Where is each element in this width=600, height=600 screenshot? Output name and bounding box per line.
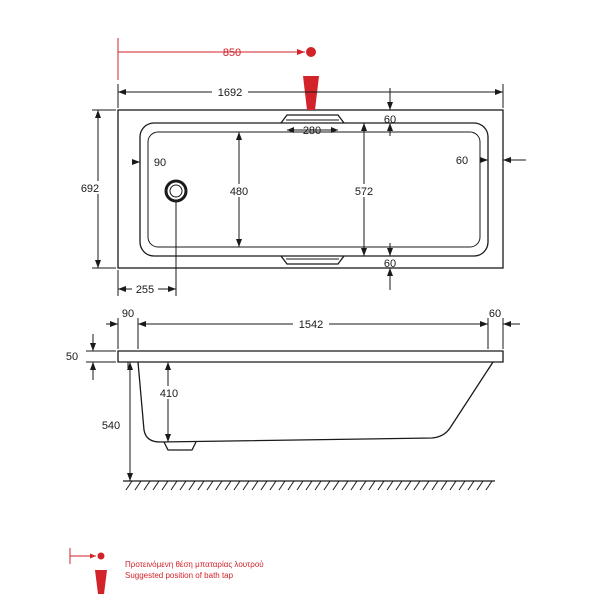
side-rim-right-label: 60 (489, 308, 501, 320)
floor-hatch-line (287, 480, 295, 491)
floor-hatch-line (143, 480, 151, 491)
rim-top-label: 60 (384, 114, 396, 126)
floor-hatch-line (323, 480, 331, 491)
floor-hatch-line (125, 480, 133, 491)
recess-bottom (280, 255, 345, 265)
rim-bottom-label: 60 (384, 258, 396, 270)
floor-hatch-line (197, 480, 205, 491)
rim-left-label: 90 (154, 157, 166, 169)
floor-hatch-line (341, 480, 349, 491)
floor-hatch-line (413, 480, 421, 491)
floor-hatch-line (350, 480, 358, 491)
floor-hatch-line (269, 480, 277, 491)
floor-hatch-line (161, 480, 169, 491)
floor-hatch-line (170, 480, 178, 491)
floor-hatch-line (314, 480, 322, 491)
floor-hatch-line (278, 480, 286, 491)
rim-right-label: 60 (456, 155, 468, 167)
floor-hatch-line (332, 480, 340, 491)
tap-recess-width-label: 280 (303, 125, 321, 137)
drain-foot (163, 441, 197, 451)
floor-hatch-line (386, 480, 394, 491)
side-rim-left-label: 90 (122, 308, 134, 320)
floor-hatch-line (134, 480, 142, 491)
drain-offset-label: 255 (136, 284, 154, 296)
floor-hatch-line (206, 480, 214, 491)
overall-length-label: 1692 (218, 87, 242, 99)
floor-hatch-line (251, 480, 259, 491)
inner-width-left-label: 480 (230, 186, 248, 198)
tub-body-profile (137, 361, 494, 443)
floor-hatch-line (152, 480, 160, 491)
tap-recess-top (280, 114, 345, 124)
floor-hatch-line (305, 480, 313, 491)
floor-hatch-line (476, 480, 484, 491)
floor-hatch-line (215, 480, 223, 491)
floor-hatching (125, 480, 493, 491)
floor-hatch-line (431, 480, 439, 491)
floor-hatch-line (224, 480, 232, 491)
floor-hatch-line (440, 480, 448, 491)
floor-hatch-line (233, 480, 241, 491)
floor-hatch-line (449, 480, 457, 491)
floor-hatch-line (458, 480, 466, 491)
legend-greek-text: Προτεινόμενη θέση μπαταρίας λουτρού (125, 560, 264, 569)
floor-hatch-line (296, 480, 304, 491)
tub-inner-basin-edge (147, 131, 481, 248)
top-view: 850 1692 692 280 60 60 (78, 38, 526, 296)
tub-inner-basin (139, 122, 489, 257)
depth-label: 410 (160, 388, 178, 400)
side-view: 90 1542 60 50 410 540 (66, 308, 520, 491)
floor-hatch-line (359, 480, 367, 491)
legend-tap-icon (95, 570, 107, 594)
floor-hatch-line (368, 480, 376, 491)
legend-english-text: Suggested position of bath tap (125, 571, 234, 580)
floor-hatch-line (377, 480, 385, 491)
floor-hatch-line (467, 480, 475, 491)
floor-hatch-line (188, 480, 196, 491)
legend: Προτεινόμενη θέση μπαταρίας λουτρού Sugg… (69, 548, 264, 594)
floor-hatch-line (395, 480, 403, 491)
floor-hatch-line (422, 480, 430, 491)
tap-icon (303, 76, 319, 110)
drain-outer (164, 179, 188, 203)
floor-hatch-line (260, 480, 268, 491)
tub-body-inner-profile (127, 361, 494, 371)
drain-inner (169, 184, 183, 198)
overall-width-label: 692 (81, 183, 99, 195)
floor-hatch-line (485, 480, 493, 491)
inner-width-right-label: 572 (355, 186, 373, 198)
floor-hatch-line (404, 480, 412, 491)
inner-length-label: 1542 (299, 319, 323, 331)
tap-distance-label: 850 (223, 47, 241, 59)
floor-hatch-line (179, 480, 187, 491)
floor-hatch-line (242, 480, 250, 491)
tub-rim (117, 350, 504, 363)
rim-thickness-label: 50 (66, 351, 78, 363)
tap-position-marker (117, 38, 319, 110)
total-height-label: 540 (102, 420, 120, 432)
